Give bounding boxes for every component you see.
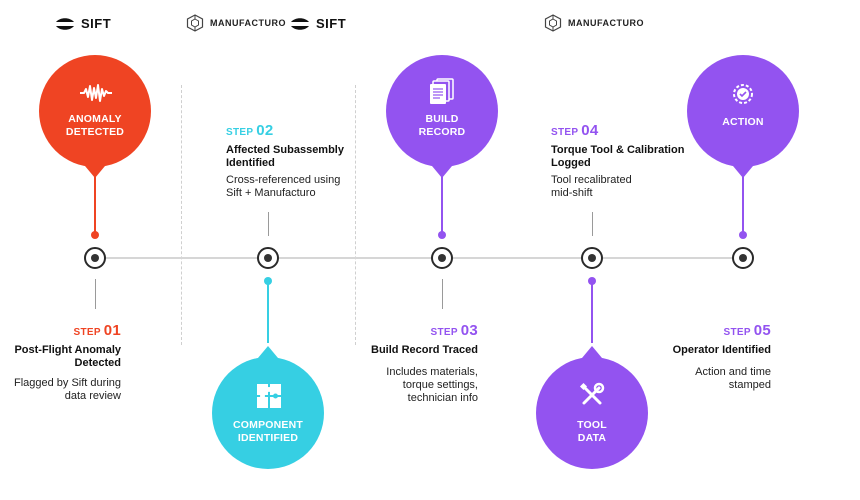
manufacturo-logo: MANUFACTURO [186, 14, 286, 32]
step-3-block: STEP 03 Build Record Traced Includes mat… [350, 322, 478, 405]
stem [268, 212, 269, 236]
timeline-node-5 [732, 247, 754, 269]
step-5-title: Operator Identified [672, 344, 771, 356]
manufacturo-logo-text: MANUFACTURO [210, 18, 286, 28]
step-3-title: Build Record Traced [371, 344, 478, 356]
manufacturo-logo-icon [544, 14, 562, 32]
stem-dot [264, 277, 272, 285]
stem [591, 283, 593, 343]
pin-tool-data [536, 346, 648, 469]
documents-icon [430, 78, 454, 104]
step-3-desc: Includes materials,torque settings,techn… [386, 366, 478, 404]
wrench-screwdriver-icon [579, 382, 605, 405]
stem [95, 279, 96, 309]
section-divider [355, 85, 356, 345]
stem-dot [588, 277, 596, 285]
sift-logo-text: SIFT [316, 16, 347, 31]
puzzle-icon [257, 384, 281, 408]
step-2-heading: STEP 02 [226, 122, 274, 139]
sift-logo-icon [291, 17, 309, 30]
step-4-heading: STEP 04 [551, 122, 599, 139]
stem [442, 279, 443, 309]
gear-badge-icon [733, 84, 753, 104]
timeline-node-1 [84, 247, 106, 269]
pin-component-identified [212, 346, 324, 469]
stem-dot [438, 231, 446, 239]
pin-action [687, 55, 799, 178]
stem [94, 176, 96, 234]
section-divider [181, 85, 182, 345]
stem [441, 176, 443, 234]
sift-logo-icon [56, 17, 74, 30]
stem [742, 176, 744, 234]
stem-dot [91, 231, 99, 239]
pin-label: ACTION [722, 116, 764, 128]
step-5-heading: STEP 05 [723, 322, 771, 339]
waveform-icon [80, 84, 112, 102]
manufacturo-logo-icon [186, 14, 204, 32]
step-3-heading: STEP 03 [430, 322, 478, 339]
timeline-node-2 [257, 247, 279, 269]
stem-dot [739, 231, 747, 239]
stem [267, 283, 269, 343]
pin-anomaly-detected [39, 55, 151, 178]
step-5-block: STEP 05 Operator Identified Action and t… [640, 322, 771, 392]
sift-logo-2: SIFT [290, 16, 346, 31]
timeline-node-4 [581, 247, 603, 269]
manufacturo-logo-text: MANUFACTURO [568, 18, 644, 28]
stem [592, 212, 593, 236]
timeline-node-3 [431, 247, 453, 269]
sift-logo: SIFT [55, 16, 111, 31]
manufacturo-logo-2: MANUFACTURO [544, 14, 644, 32]
step-1-heading: STEP 01 [73, 322, 121, 339]
timeline-line [95, 257, 743, 259]
sift-logo-text: SIFT [81, 16, 112, 31]
pin-build-record [386, 55, 498, 178]
